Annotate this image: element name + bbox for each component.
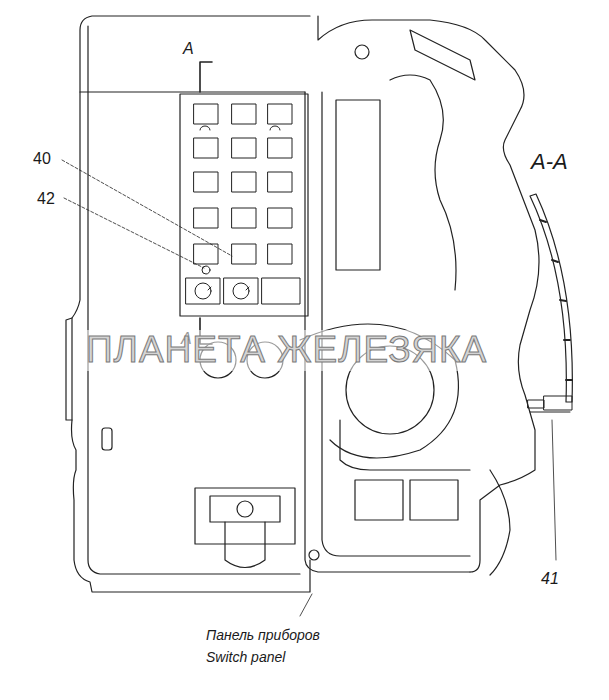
callout-number: 42 [36, 190, 56, 208]
section-mark: A [182, 40, 195, 58]
watermark: ПЛАНЕТА ЖЕЛЕЗЯКА [86, 330, 487, 371]
section-title: A-A [530, 150, 569, 174]
caption-label: Панель приборов [205, 628, 321, 643]
callout-number: 41 [540, 570, 560, 588]
callout-number: 40 [32, 150, 52, 168]
caption-label: Switch panel [205, 650, 286, 665]
